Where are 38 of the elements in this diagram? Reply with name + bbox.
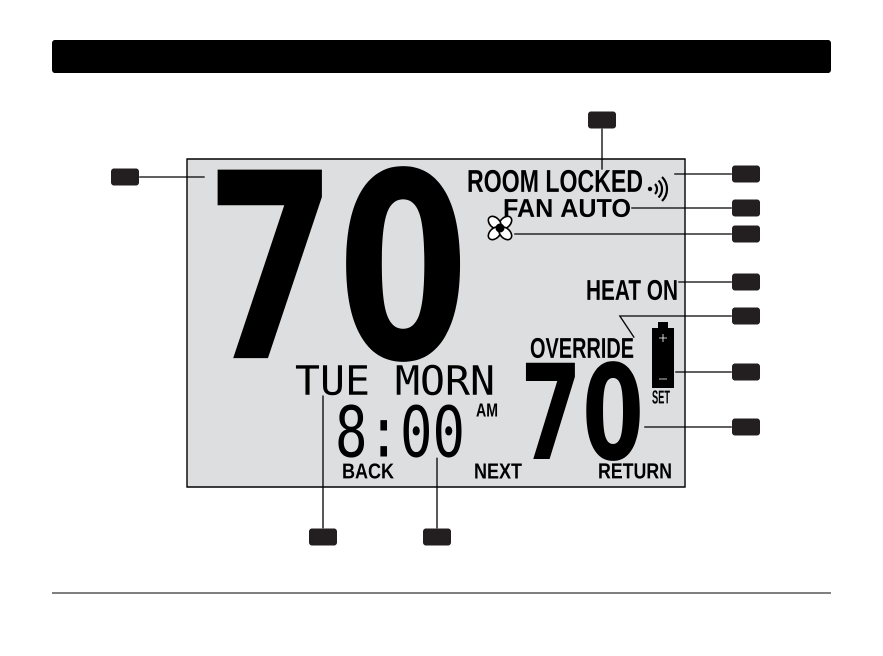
leader-line xyxy=(514,233,732,235)
callout-box xyxy=(111,168,139,186)
leader-line xyxy=(601,128,603,170)
battery-icon xyxy=(652,322,674,388)
leader-line xyxy=(436,458,438,528)
display-label: BACK xyxy=(343,463,394,479)
callout-box xyxy=(732,226,760,242)
leader-line xyxy=(322,395,324,528)
leader-line xyxy=(139,176,205,178)
fan-icon xyxy=(488,216,512,240)
status-text: FAN AUTO xyxy=(504,198,630,218)
callout-box xyxy=(732,364,760,380)
leader-line xyxy=(618,315,732,338)
display-label: AM xyxy=(476,404,498,416)
lcd-screen xyxy=(186,158,686,488)
callout-box xyxy=(732,200,760,216)
leader-line xyxy=(631,207,732,209)
display-label: NEXT xyxy=(475,464,522,478)
status-text: HEAT ON xyxy=(587,280,677,300)
callout-box xyxy=(732,166,760,182)
setpoint-digits: 70 xyxy=(526,361,640,461)
leader-line xyxy=(644,426,732,428)
clock-digits: 8:00 xyxy=(338,404,462,458)
display-label: RETURN xyxy=(599,463,671,479)
status-text: OVERRIDE xyxy=(530,338,634,358)
temperature-digits: 70 xyxy=(218,166,460,362)
leader-line xyxy=(678,281,732,283)
day-period-text: TUE MORN xyxy=(296,364,492,396)
signal-icon xyxy=(648,176,668,202)
callout-box xyxy=(732,418,760,436)
callout-box xyxy=(423,528,451,546)
callout-box xyxy=(732,274,760,290)
leader-line xyxy=(675,371,732,373)
callout-box xyxy=(309,528,337,546)
leader-line xyxy=(674,173,732,175)
callout-box xyxy=(732,308,760,324)
callout-box xyxy=(588,112,616,128)
status-text: ROOM LOCKED xyxy=(468,170,642,192)
